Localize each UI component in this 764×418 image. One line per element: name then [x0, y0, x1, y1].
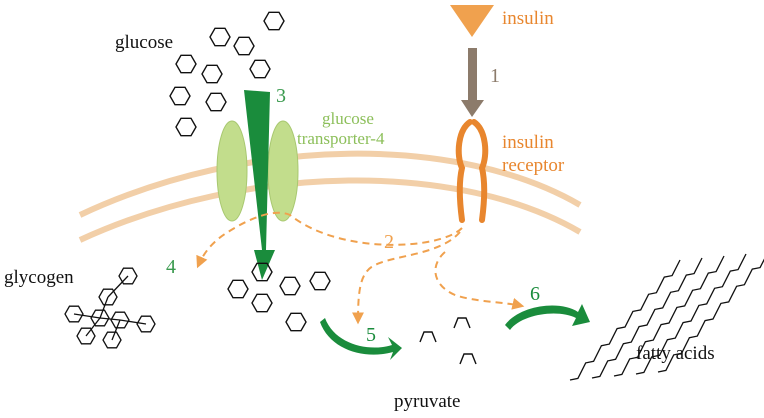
glucose-molecule	[175, 54, 197, 74]
step-1: 1	[490, 65, 500, 87]
glucose-entry-arrow	[244, 90, 275, 280]
step-6: 6	[530, 283, 540, 305]
glycogen-ring	[76, 327, 96, 345]
glucose-molecule	[309, 271, 331, 291]
glycogen-label: glycogen	[4, 267, 74, 288]
glycogen-bond	[119, 319, 147, 325]
glucose-molecule	[205, 92, 227, 112]
glucose-molecule	[201, 64, 223, 84]
glucose-molecule	[251, 293, 273, 313]
fatty-acid-chain	[635, 253, 747, 375]
glucose-molecule	[169, 86, 191, 106]
transporter-label-2: transporter-4	[297, 129, 385, 148]
glycogen-bond	[99, 317, 121, 321]
step-4: 4	[166, 256, 176, 278]
intracellular-glucose-molecules	[227, 262, 331, 332]
step-2: 2	[384, 231, 394, 253]
extracellular-glucose-molecules	[169, 11, 285, 137]
insulin-receptor-label-1: insulin	[502, 132, 554, 153]
insulin-label: insulin	[502, 8, 554, 29]
glucose-molecule	[249, 59, 271, 79]
step-3: 3	[276, 85, 286, 107]
glycogen-bond	[111, 319, 121, 341]
glycogen-structure	[64, 267, 156, 349]
glycogen-ring	[136, 315, 156, 333]
glycogen-ring	[98, 288, 118, 306]
glycogen-ring	[110, 311, 130, 329]
glycogen-ring	[102, 331, 122, 349]
pyruvate-molecule	[453, 317, 471, 329]
insulin-receptor-label-2: receptor	[502, 155, 565, 176]
pyruvate-label: pyruvate	[394, 391, 460, 412]
step-5: 5	[366, 324, 376, 346]
insulin-triangle	[450, 5, 494, 37]
fatty-acids-label: fatty acids	[636, 343, 715, 364]
pyruvate-molecule	[419, 331, 437, 343]
glucose-molecule	[209, 27, 231, 47]
glucose-molecule	[227, 279, 249, 299]
glucose-molecule	[285, 312, 307, 332]
pyruvate-molecules	[419, 317, 477, 365]
fatty-acid-chain	[613, 255, 725, 377]
glycogen-ring	[118, 267, 138, 285]
glucose-label: glucose	[115, 32, 173, 53]
fatty-acid-chain	[569, 259, 681, 381]
glucose-molecule	[233, 36, 255, 56]
fatty-acid-chains	[569, 253, 764, 381]
glucose-molecule	[263, 11, 285, 31]
glucose-molecule	[175, 117, 197, 137]
glycogen-ring	[90, 309, 110, 327]
glucose-transporter-4	[216, 120, 299, 222]
glucose-molecule	[279, 276, 301, 296]
fatty-acid-chain	[591, 257, 703, 379]
dashed-signal-paths	[196, 211, 525, 325]
curved-arrow-6	[505, 304, 590, 330]
glycogen-ring	[64, 305, 84, 323]
fatty-acid-chain	[657, 258, 764, 373]
glycogen-bond	[73, 313, 101, 319]
signal-arrow-1	[461, 48, 484, 117]
cell-membrane	[78, 150, 582, 243]
glycogen-bond	[85, 317, 101, 337]
transporter-label-1: glucose	[322, 109, 374, 128]
glucose-molecule	[251, 262, 273, 282]
curved-arrow-5	[320, 318, 402, 360]
insulin-receptor	[455, 119, 489, 223]
glycogen-bond	[107, 275, 129, 298]
pyruvate-molecule	[459, 353, 477, 365]
glycogen-bond	[99, 296, 109, 319]
